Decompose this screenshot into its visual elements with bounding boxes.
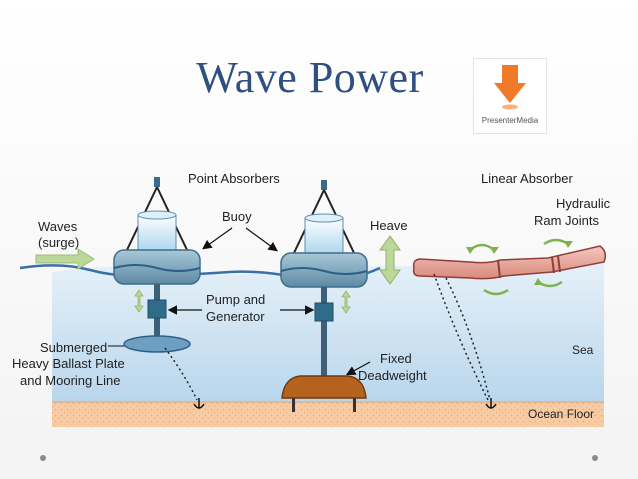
label-pump-and: Pump and bbox=[206, 292, 265, 307]
heave-arrow-small-2 bbox=[341, 290, 351, 314]
label-ram-joints: Ram Joints bbox=[534, 213, 600, 228]
label-sea: Sea bbox=[572, 343, 594, 357]
anchor-icon-1 bbox=[193, 398, 205, 409]
rotation-arrow-icon-2 bbox=[483, 288, 509, 296]
fixed-deadweight bbox=[281, 375, 367, 412]
label-submerged: Submerged bbox=[40, 340, 107, 355]
label-waves: Waves bbox=[38, 219, 78, 234]
heave-arrow-icon bbox=[379, 235, 401, 285]
presentermedia-logo: PresenterMedia bbox=[473, 58, 547, 134]
label-generator: Generator bbox=[206, 309, 265, 324]
label-linear-absorber: Linear Absorber bbox=[481, 171, 573, 186]
point-absorber-2 bbox=[280, 180, 368, 383]
corner-dot-right bbox=[592, 455, 598, 461]
label-point-absorbers: Point Absorbers bbox=[188, 171, 280, 186]
linear-mooring-line-2 bbox=[445, 277, 491, 401]
label-buoy: Buoy bbox=[222, 209, 252, 224]
logo-arrow-icon bbox=[494, 65, 526, 110]
label-surge: (surge) bbox=[38, 235, 79, 250]
label-heavy-ballast-plate: Heavy Ballast Plate bbox=[12, 356, 125, 371]
label-mooring-line: and Mooring Line bbox=[20, 373, 120, 388]
rotation-arrow-icon-4 bbox=[543, 238, 569, 246]
linear-absorber bbox=[412, 245, 607, 280]
point-absorber-1 bbox=[113, 177, 201, 401]
fixed-pointer bbox=[345, 361, 371, 376]
label-hydraulic: Hydraulic bbox=[556, 196, 611, 211]
linear-mooring-line-1 bbox=[433, 273, 489, 401]
ocean-floor bbox=[52, 402, 604, 427]
sea-area bbox=[52, 262, 604, 402]
anchor-icon-2 bbox=[485, 398, 497, 409]
label-heave: Heave bbox=[370, 218, 408, 233]
label-ocean-floor: Ocean Floor bbox=[528, 407, 594, 421]
label-deadweight: Deadweight bbox=[358, 368, 427, 383]
buoy-pointer-right bbox=[245, 227, 278, 252]
waves-arrow-icon bbox=[35, 248, 95, 270]
heave-arrow-small-1 bbox=[134, 289, 144, 313]
corner-dot-left bbox=[40, 455, 46, 461]
slide-title: Wave Power bbox=[196, 53, 424, 102]
buoy-pointer-left bbox=[202, 227, 233, 250]
label-fixed: Fixed bbox=[380, 351, 412, 366]
logo-text: PresenterMedia bbox=[481, 116, 539, 125]
